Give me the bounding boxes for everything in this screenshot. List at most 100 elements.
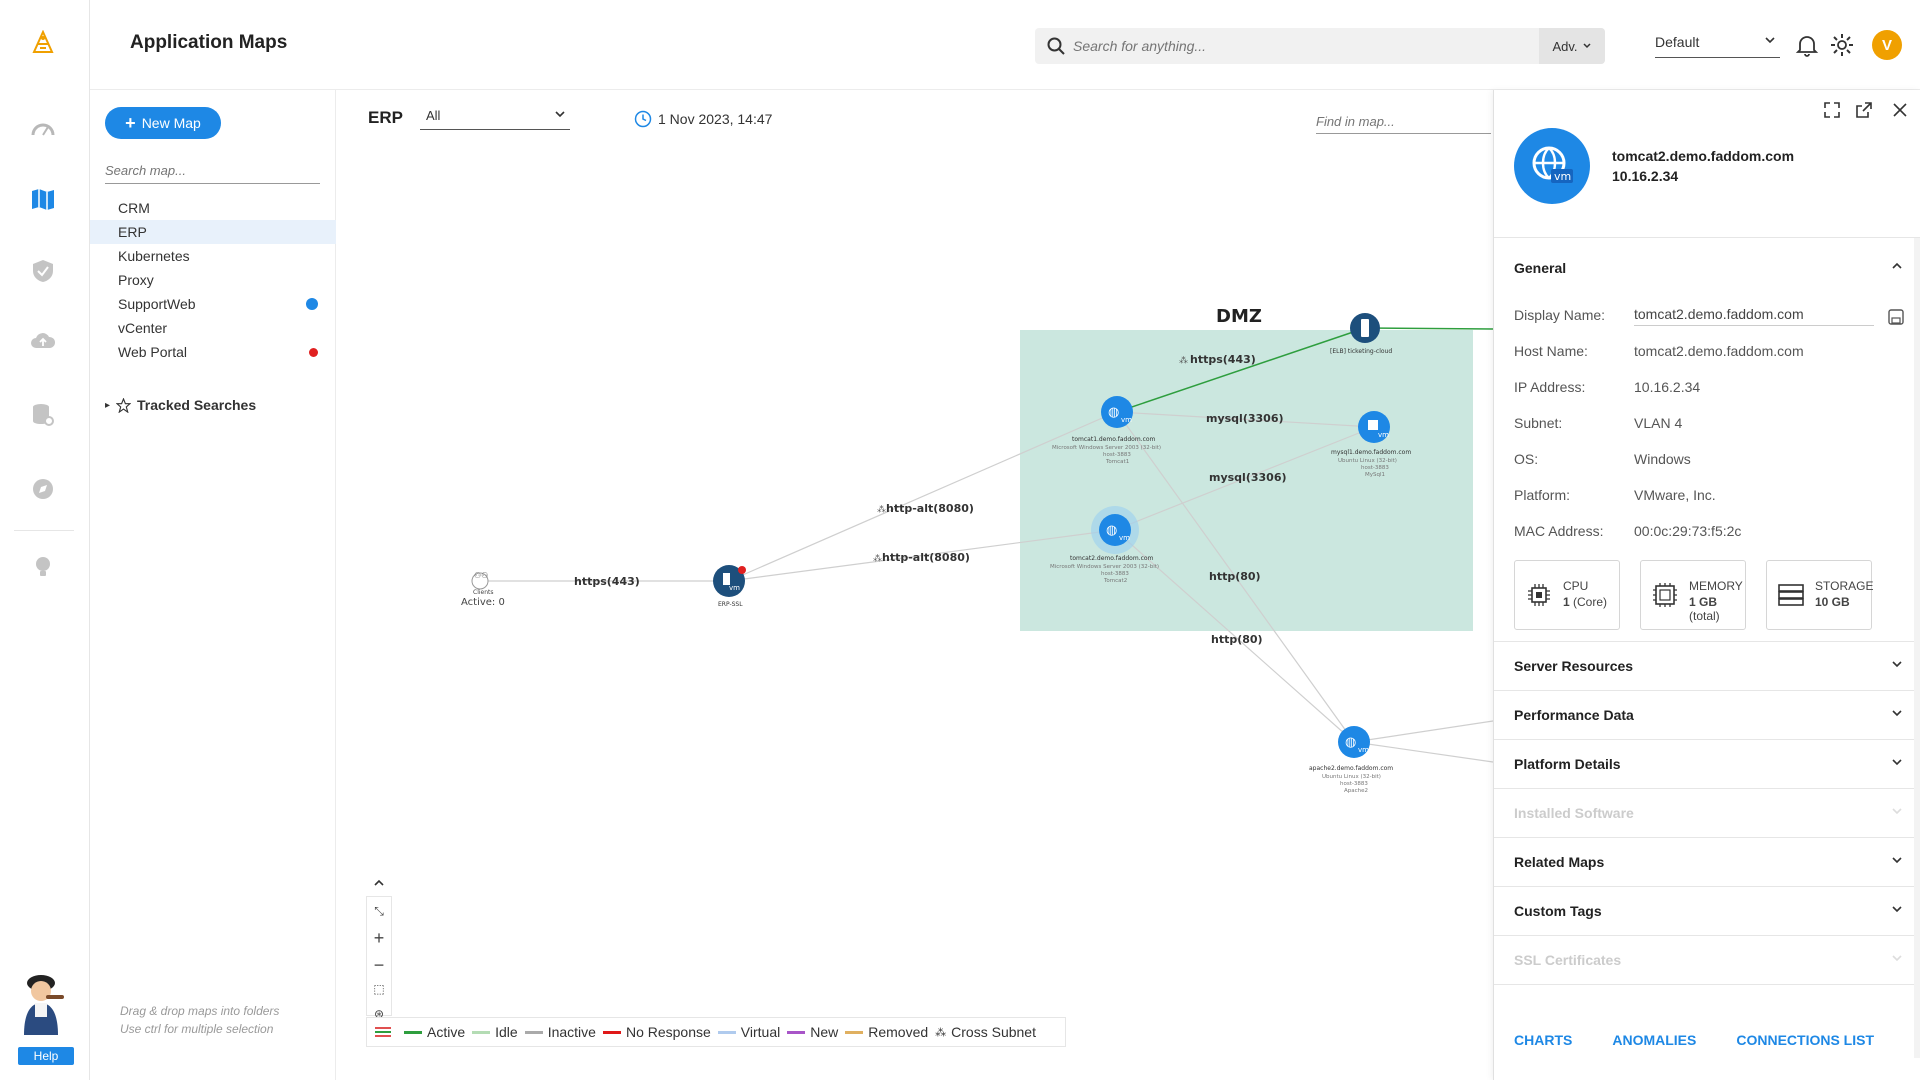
display-name-input[interactable]: [1634, 302, 1874, 326]
edge-elb-out[interactable]: [1364, 327, 1493, 330]
edge-erp-tomcat1[interactable]: [728, 411, 1117, 582]
insights-icon[interactable]: [26, 550, 60, 584]
resource-value: 10 GB: [1815, 595, 1850, 609]
map-item-web-portal[interactable]: Web Portal: [90, 340, 336, 364]
map-graph[interactable]: DMZ https(443) http-alt(8080) http-alt(8…: [336, 90, 1493, 1080]
legend-item-cross-subnet: ⁂Cross Subnet: [935, 1024, 1036, 1040]
search-icon: [1047, 37, 1065, 55]
global-search[interactable]: Adv.: [1035, 28, 1605, 64]
tracked-searches-folder[interactable]: ▸ Tracked Searches: [105, 397, 256, 413]
section-related-maps[interactable]: Related Maps: [1494, 838, 1920, 887]
zoom-in-button[interactable]: +: [366, 925, 392, 951]
section-performance-data[interactable]: Performance Data: [1494, 691, 1920, 740]
vm-globe-icon: vm: [1514, 128, 1590, 204]
clients-label: Clients: [473, 589, 494, 596]
selected-host-ip: 10.16.2.34: [1612, 168, 1679, 184]
help-assistant[interactable]: Help: [10, 965, 74, 1065]
explore-icon[interactable]: [26, 472, 60, 506]
node-host: host-3883: [1103, 452, 1131, 458]
maps-icon[interactable]: [26, 182, 60, 216]
section-label: Installed Software: [1514, 805, 1634, 821]
map-item-label: CRM: [118, 200, 150, 216]
elb-node[interactable]: [ELB] ticketing-cloud: [1330, 313, 1392, 355]
logo-icon[interactable]: [26, 26, 60, 60]
new-map-button[interactable]: + New Map: [105, 107, 221, 139]
charts-link[interactable]: CHARTS: [1514, 1032, 1573, 1048]
fit-to-screen-button[interactable]: ⤡: [366, 898, 392, 924]
tomcat1-node[interactable]: ◍ vm tomcat1.demo.faddom.com Microsoft W…: [1052, 396, 1161, 465]
map-item-erp[interactable]: ERP: [90, 220, 336, 244]
alert-dot: [738, 566, 746, 574]
prop-value-host-name: tomcat2.demo.faddom.com: [1634, 343, 1804, 359]
map-filter-select[interactable]: All: [420, 108, 570, 130]
edge-apache2-out-1[interactable]: [1353, 720, 1493, 743]
dmz-zone[interactable]: [1020, 330, 1473, 631]
section-server-resources[interactable]: Server Resources: [1494, 642, 1920, 691]
edge-erp-tomcat2[interactable]: [728, 529, 1116, 582]
map-canvas[interactable]: DMZ https(443) http-alt(8080) http-alt(8…: [336, 90, 1493, 1080]
legend-toggle-icon[interactable]: [375, 1027, 391, 1037]
layers-button[interactable]: ⊛: [366, 1001, 392, 1027]
map-item-crm[interactable]: CRM: [90, 196, 336, 220]
edge-tomcat1-elb[interactable]: [1116, 327, 1366, 413]
erp-ssl-node[interactable]: vm ERP-SSL: [713, 565, 746, 608]
chevron-down-icon: [1892, 857, 1902, 864]
section-custom-tags[interactable]: Custom Tags: [1494, 887, 1920, 936]
select-area-button[interactable]: ⬚: [366, 976, 392, 1002]
edge-apache2-out-2[interactable]: [1353, 741, 1493, 763]
anomalies-link[interactable]: ANOMALIES: [1612, 1032, 1697, 1048]
vm-badge: vm: [729, 584, 740, 592]
apache2-node[interactable]: ◍ vm apache2.demo.faddom.com Ubuntu Linu…: [1309, 726, 1393, 794]
close-icon[interactable]: [1890, 100, 1910, 120]
map-timestamp[interactable]: 1 Nov 2023, 14:47: [634, 110, 772, 128]
details-scrollbar[interactable]: [1914, 238, 1920, 1058]
clients-node[interactable]: ⚇⚇ Clients Active: 0: [461, 571, 505, 608]
prop-label-subnet: Subnet:: [1514, 415, 1563, 431]
edge-tomcat2-mysql1[interactable]: [1114, 426, 1375, 531]
vm-badge: vm: [1378, 431, 1389, 439]
tomcat2-node[interactable]: ◍ vm tomcat2.demo.faddom.com Microsoft W…: [1050, 506, 1159, 584]
security-icon[interactable]: [26, 254, 60, 288]
share-icon[interactable]: [1854, 100, 1874, 120]
clock-icon: [634, 110, 652, 128]
edge-label: mysql(3306): [1206, 412, 1284, 425]
notifications-bell-icon[interactable]: [1794, 32, 1820, 58]
advanced-search-button[interactable]: Adv.: [1539, 28, 1605, 64]
node-label: mysql1.demo.faddom.com: [1331, 449, 1411, 456]
help-button[interactable]: Help: [18, 1047, 74, 1065]
view-profile-select[interactable]: Default: [1655, 28, 1780, 58]
alert-badge-icon: [309, 348, 318, 357]
map-item-label: Proxy: [118, 272, 154, 288]
global-search-input[interactable]: [1073, 28, 1473, 64]
map-item-vcenter[interactable]: vCenter: [90, 316, 336, 340]
section-general[interactable]: General: [1494, 238, 1920, 288]
edge-tomcat1-mysql1[interactable]: [1116, 411, 1375, 428]
node-app: MySql1: [1365, 472, 1385, 478]
star-icon: [116, 397, 132, 413]
assistant-avatar-icon: [24, 975, 64, 1035]
edge-tomcat1-apache2[interactable]: [1116, 411, 1355, 743]
edge-tomcat2-apache2[interactable]: [1114, 529, 1355, 743]
zoom-out-button[interactable]: −: [366, 952, 392, 978]
dmz-zone-label: DMZ: [1216, 306, 1262, 327]
save-icon[interactable]: [1887, 308, 1905, 326]
collapse-controls-button[interactable]: [366, 870, 392, 896]
expand-icon[interactable]: [1822, 100, 1842, 120]
map-item-supportweb[interactable]: SupportWeb: [90, 292, 336, 316]
user-avatar[interactable]: V: [1872, 30, 1902, 60]
map-item-kubernetes[interactable]: Kubernetes: [90, 244, 336, 268]
mysql1-node[interactable]: vm mysql1.demo.faddom.com Ubuntu Linux (…: [1331, 411, 1411, 478]
select-area-icon: ⬚: [373, 982, 385, 996]
map-item-proxy[interactable]: Proxy: [90, 268, 336, 292]
prop-label-platform: Platform:: [1514, 487, 1571, 503]
find-in-map-input[interactable]: [1316, 110, 1491, 134]
search-map-input[interactable]: [105, 158, 320, 184]
settings-gear-icon[interactable]: [1829, 32, 1855, 58]
dashboard-icon[interactable]: [26, 112, 60, 146]
section-platform-details[interactable]: Platform Details: [1494, 740, 1920, 789]
cross-subnet-icon: ⁂: [935, 1026, 947, 1039]
edge-label: mysql(3306): [1209, 471, 1287, 484]
cloud-icon[interactable]: [26, 324, 60, 358]
connections-list-link[interactable]: CONNECTIONS LIST: [1736, 1032, 1875, 1048]
database-icon[interactable]: [26, 398, 60, 432]
